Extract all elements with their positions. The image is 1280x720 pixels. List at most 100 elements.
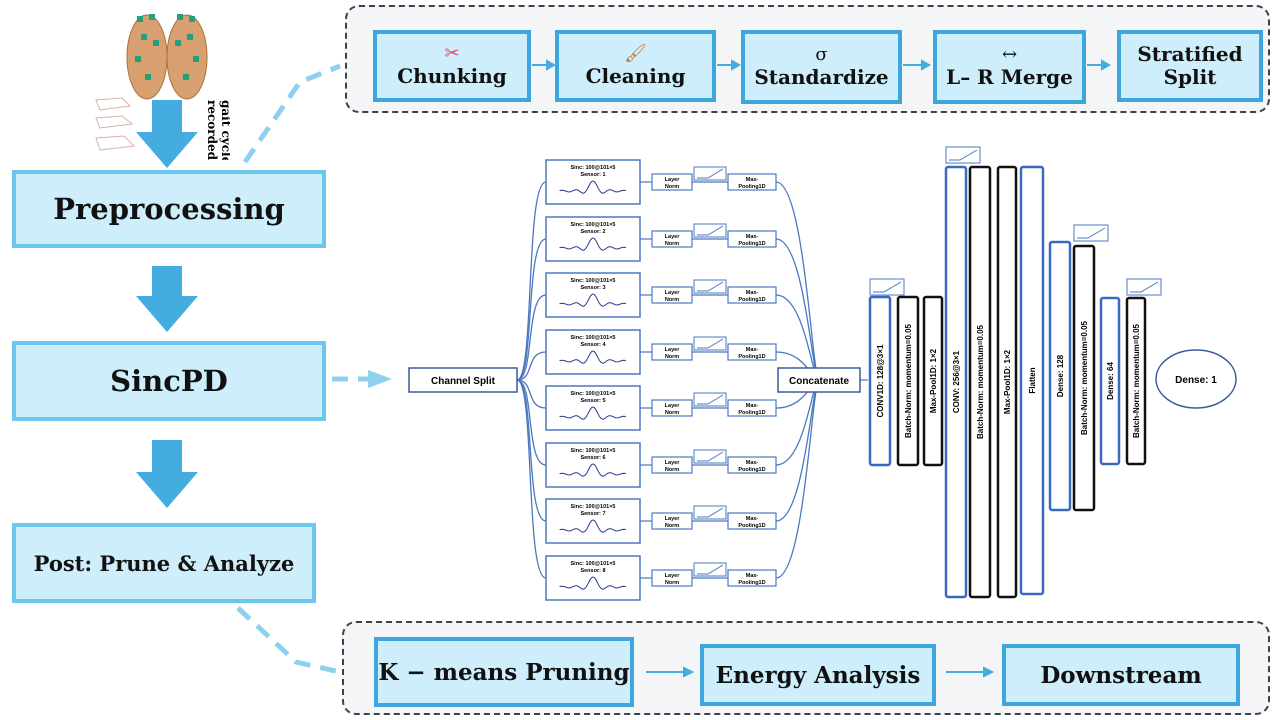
split-connector bbox=[516, 351, 547, 381]
gait-cycle-sketch bbox=[95, 97, 136, 151]
activation-icon bbox=[693, 562, 727, 577]
split-connector bbox=[516, 181, 547, 381]
layer-block bbox=[922, 295, 944, 467]
layer-norm-label: Norm bbox=[665, 241, 679, 247]
sinc-waveform bbox=[559, 463, 627, 477]
layer-block bbox=[968, 165, 992, 599]
max-pooling-label: Max- bbox=[746, 573, 759, 579]
brush-icon: 🖌 bbox=[624, 42, 647, 64]
post-kmeans-pruning[interactable]: K − means Pruning bbox=[374, 637, 634, 707]
max-pooling-label: Max- bbox=[746, 177, 759, 183]
step-lr-merge[interactable]: ↔ L– R Merge bbox=[933, 30, 1086, 104]
down-arrow-1 bbox=[136, 100, 198, 168]
concatenate-label: Concatenate bbox=[789, 376, 849, 387]
layer-block bbox=[1125, 296, 1147, 466]
down-arrow-2 bbox=[136, 266, 198, 332]
post-downstream[interactable]: Downstream bbox=[1002, 644, 1240, 706]
relu-curve bbox=[1130, 281, 1159, 293]
step-cleaning-label: Cleaning bbox=[585, 63, 686, 88]
sensor-label: Sensor: 4 bbox=[580, 342, 606, 348]
layer-block bbox=[1099, 296, 1121, 466]
sinc-waveform bbox=[559, 406, 627, 420]
sinc-label: Sinc: 100@101×5 bbox=[571, 561, 616, 567]
layer-label: CONV: 256@3×1 bbox=[952, 350, 961, 413]
activation-icon bbox=[693, 392, 727, 407]
sinc-waveform bbox=[559, 350, 627, 364]
max-pooling-label: Pooling1D bbox=[738, 580, 765, 586]
layer-norm-label: Layer bbox=[665, 234, 681, 240]
relu-curve bbox=[949, 149, 978, 161]
recorded-label: recorded bbox=[205, 100, 219, 160]
activation-icon bbox=[1073, 224, 1109, 242]
stage-post-prune-analyze[interactable]: Post: Prune & Analyze bbox=[12, 523, 316, 603]
step-standardize[interactable]: σ Standardize bbox=[741, 30, 902, 104]
layer-label: Dense: 64 bbox=[1106, 362, 1115, 400]
sigma-icon: σ bbox=[815, 43, 828, 65]
max-pooling-label: Pooling1D bbox=[738, 297, 765, 303]
split-connector bbox=[516, 379, 547, 409]
layer-norm-label: Norm bbox=[665, 184, 679, 190]
dense-output-node bbox=[1155, 349, 1237, 409]
sinc-filter-box bbox=[545, 216, 641, 262]
sensor-label: Sensor: 3 bbox=[580, 285, 605, 291]
sensor-label: Sensor: 7 bbox=[580, 511, 605, 517]
layer-block bbox=[896, 295, 920, 467]
layer-norm-label: Layer bbox=[665, 290, 681, 296]
layer-norm-label: Norm bbox=[665, 580, 679, 586]
step-stratified-split[interactable]: Stratified Split bbox=[1117, 30, 1263, 102]
sinc-filter-box bbox=[545, 555, 641, 601]
activation-icon bbox=[693, 223, 727, 238]
sinc-label: Sinc: 100@101×5 bbox=[571, 165, 616, 171]
activation-icon bbox=[693, 166, 727, 181]
max-pooling-label: Pooling1D bbox=[738, 467, 765, 473]
sensor-label: Sensor: 2 bbox=[580, 229, 605, 235]
sinc-label: Sinc: 100@101×5 bbox=[571, 222, 616, 228]
sinc-label: Sinc: 100@101×5 bbox=[571, 278, 616, 284]
split-connector bbox=[516, 379, 547, 466]
layer-block bbox=[1048, 240, 1072, 512]
bidirectional-arrow-icon: ↔ bbox=[1001, 43, 1018, 65]
max-pooling-label: Pooling1D bbox=[738, 184, 765, 190]
sinc-filter-box bbox=[545, 442, 641, 488]
sinc-waveform bbox=[559, 237, 627, 251]
down-arrow-3 bbox=[136, 440, 198, 508]
max-pooling-label: Max- bbox=[746, 516, 759, 522]
concatenate-box bbox=[777, 367, 861, 393]
sinc-label: Sinc: 100@101×5 bbox=[571, 391, 616, 397]
layer-block bbox=[868, 295, 892, 467]
channel-split-box bbox=[408, 367, 518, 393]
sinc-filter-box bbox=[545, 498, 641, 544]
max-pooling-label: Pooling1D bbox=[738, 241, 765, 247]
max-pooling-label: Max- bbox=[746, 460, 759, 466]
step-chunking[interactable]: ✂ Chunking bbox=[373, 30, 531, 102]
step-stratified-split-label: Stratified Split bbox=[1137, 42, 1243, 89]
layer-norm-label: Layer bbox=[665, 347, 681, 353]
layer-block bbox=[944, 165, 968, 599]
dashed-connector-bottom bbox=[236, 606, 341, 675]
sinc-waveform bbox=[559, 293, 627, 307]
dashed-connector-top bbox=[242, 63, 341, 164]
foot-pressure-image bbox=[126, 14, 208, 100]
sensor-label: Sensor: 8 bbox=[580, 568, 605, 574]
relu-curve bbox=[697, 394, 724, 405]
layer-label: CONV1D: 128@3×1 bbox=[876, 344, 885, 417]
sinc-waveform bbox=[559, 519, 627, 533]
relu-curve bbox=[697, 564, 724, 575]
stage-preprocessing[interactable]: Preprocessing bbox=[12, 170, 326, 248]
activation-icon bbox=[1126, 278, 1162, 296]
channel-split-label: Channel Split bbox=[431, 376, 496, 387]
relu-curve bbox=[873, 281, 902, 293]
gait-label: recorded gait cycle bbox=[196, 98, 233, 165]
layer-norm-label: Layer bbox=[665, 573, 681, 579]
stage-sincpd[interactable]: SincPD bbox=[12, 341, 326, 421]
sinc-filter-box bbox=[545, 329, 641, 375]
activation-icon bbox=[869, 278, 905, 296]
dense-output-label: Dense: 1 bbox=[1175, 375, 1217, 386]
step-cleaning[interactable]: 🖌 Cleaning bbox=[555, 30, 716, 102]
post-energy-analysis[interactable]: Energy Analysis bbox=[700, 644, 936, 706]
layer-norm-label: Norm bbox=[665, 410, 679, 416]
top-step-arrows bbox=[532, 59, 1112, 71]
layer-norm-label: Norm bbox=[665, 297, 679, 303]
